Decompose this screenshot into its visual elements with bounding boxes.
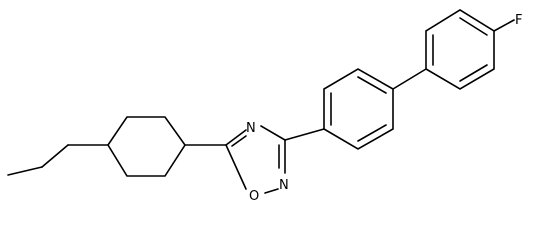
- nitrogen-atom-label-lower: N: [279, 178, 289, 193]
- phenyl-inner-double-2: [357, 76, 387, 94]
- oxadiazole-n4-c3-bond: [260, 125, 286, 141]
- carbon-fluorine-bond: [493, 19, 515, 32]
- oxadiazole-c5-n4-bond: [225, 129, 247, 146]
- oxadiazole-n2-o1-bond: [264, 188, 279, 194]
- chemical-structure-diagram: F N N O: [7, 9, 522, 204]
- atom-labels: F N N O: [246, 13, 522, 204]
- biaryl-bond: [392, 68, 427, 90]
- oxygen-atom-label: O: [249, 189, 259, 204]
- fluorophenyl-inner-double-2: [459, 17, 488, 36]
- propyl-bond-1: [7, 166, 43, 176]
- fluorine-atom-label: F: [515, 13, 522, 28]
- phenyl-inner-double-3: [357, 124, 387, 142]
- fluorophenyl-inner-double-3: [459, 64, 488, 82]
- oxadiazole-phenyl-bond: [284, 128, 325, 141]
- oxadiazole-o1-c5-bond: [225, 144, 247, 190]
- cyclohexane-outline: [107, 116, 186, 177]
- oxadiazole-c5-n4-double: [231, 135, 247, 147]
- nitrogen-atom-label-upper: N: [246, 121, 256, 136]
- fluorophenyl-ring-outline: [425, 9, 495, 90]
- oxadiazole-ring: [225, 125, 286, 194]
- propyl-chain: [7, 144, 109, 176]
- fluorophenyl-ring: [425, 9, 495, 90]
- propyl-bond-2: [41, 144, 69, 168]
- phenyl-ring: [323, 68, 394, 150]
- phenyl-ring-outline: [323, 68, 394, 150]
- cyclohexane-ring: [107, 116, 186, 177]
